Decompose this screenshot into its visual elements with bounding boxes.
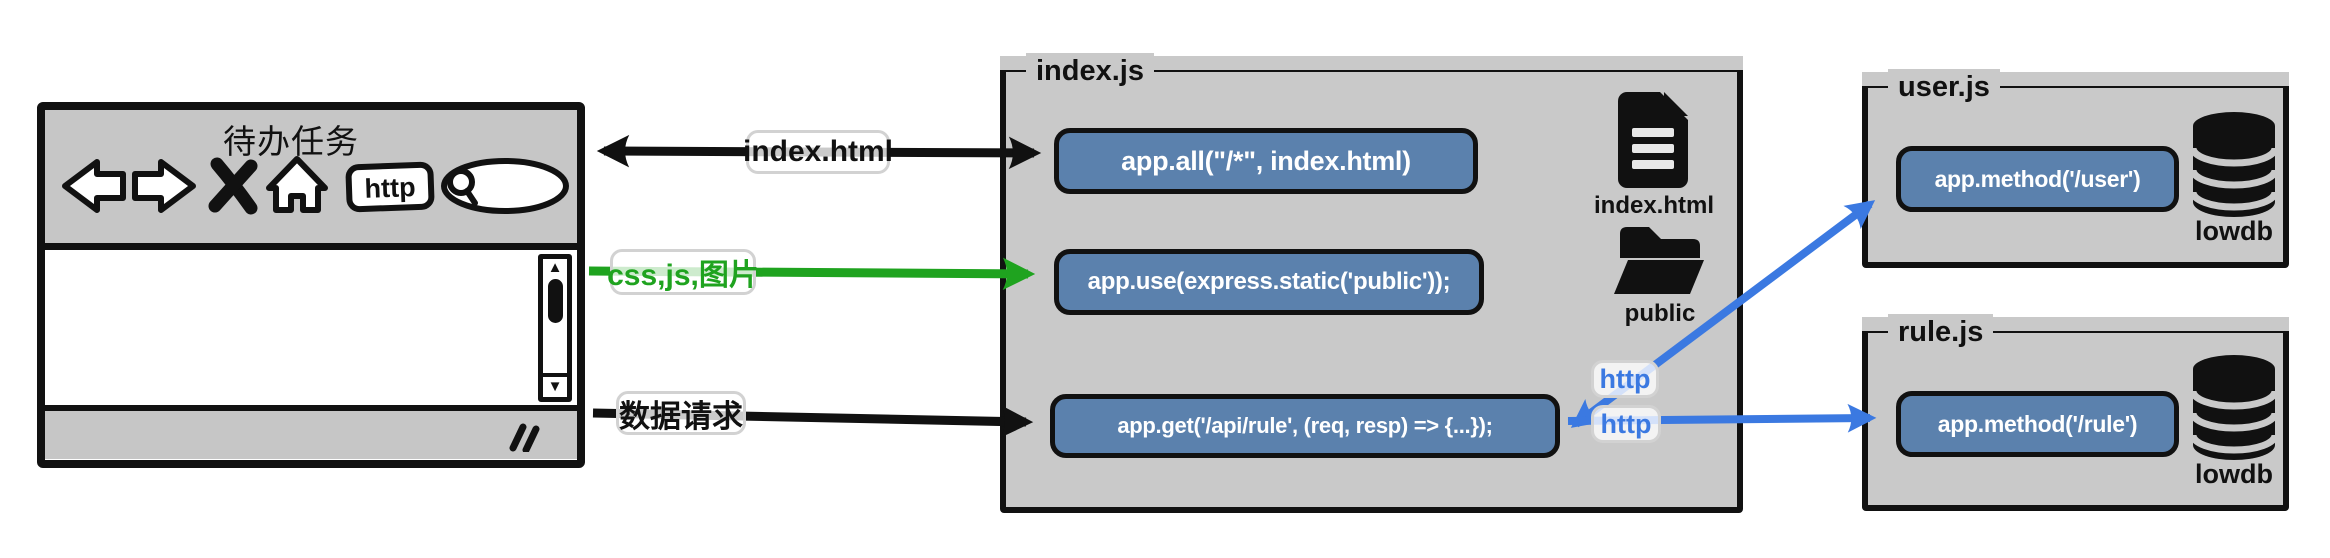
scrollbar[interactable]: ▲ ▼ [538,254,572,402]
scroll-up-icon[interactable]: ▲ [547,259,563,276]
database-icon [2189,112,2279,217]
database-icon [2189,355,2279,460]
resize-handle-icon[interactable] [507,422,543,452]
code-block-rule: app.method('/rule') [1896,391,2179,457]
browser-toolbar: http [62,156,569,215]
search-box[interactable] [441,158,569,214]
home-icon[interactable] [266,156,328,213]
label-data-request: 数据请求 [616,391,746,435]
code-block-user: app.method('/user') [1896,146,2179,212]
label-http-lower: http [1591,405,1661,443]
html-file-label: index.html [1594,192,1715,219]
search-icon [447,168,478,206]
user-js-legend: user.js [1888,69,2000,105]
back-icon[interactable] [62,159,126,213]
browser-window: 待办任务 http [37,102,585,468]
code-block-app-get: app.get('/api/rule', (req, resp) => {...… [1050,394,1560,458]
page-title: 待办任务 [223,123,359,160]
code-block-app-use: app.use(express.static('public')); [1054,249,1484,315]
forward-icon[interactable] [132,159,196,213]
rule-js-panel: rule.js app.method('/rule') lowdb [1862,314,2289,511]
public-folder-icon [1614,227,1704,294]
index-js-legend: index.js [1026,53,1154,89]
label-static-assets: css,js,图片 [607,249,759,295]
rule-js-legend: rule.js [1888,314,1994,350]
scroll-down-icon[interactable]: ▼ [543,373,567,397]
html-file-icon [1618,90,1692,188]
browser-content: ▲ ▼ [45,250,577,405]
user-js-panel: user.js app.method('/user') lowdb [1862,69,2289,268]
close-icon[interactable] [208,157,258,215]
address-label: http [364,172,416,204]
browser-status-bar [45,405,577,459]
lowdb-label: lowdb [2195,216,2273,246]
scrollbar-thumb[interactable] [547,279,563,323]
browser-header: 待办任务 http [45,110,577,250]
lowdb-label: lowdb [2195,459,2273,489]
address-box[interactable]: http [345,161,435,213]
index-js-panel: index.js app.all("/*", index.html) app.u… [1000,53,1743,513]
public-folder-label: public [1624,300,1696,327]
label-http-upper: http [1591,360,1659,398]
code-block-app-all: app.all("/*", index.html) [1054,128,1478,194]
label-index-html: index.html [743,130,893,174]
